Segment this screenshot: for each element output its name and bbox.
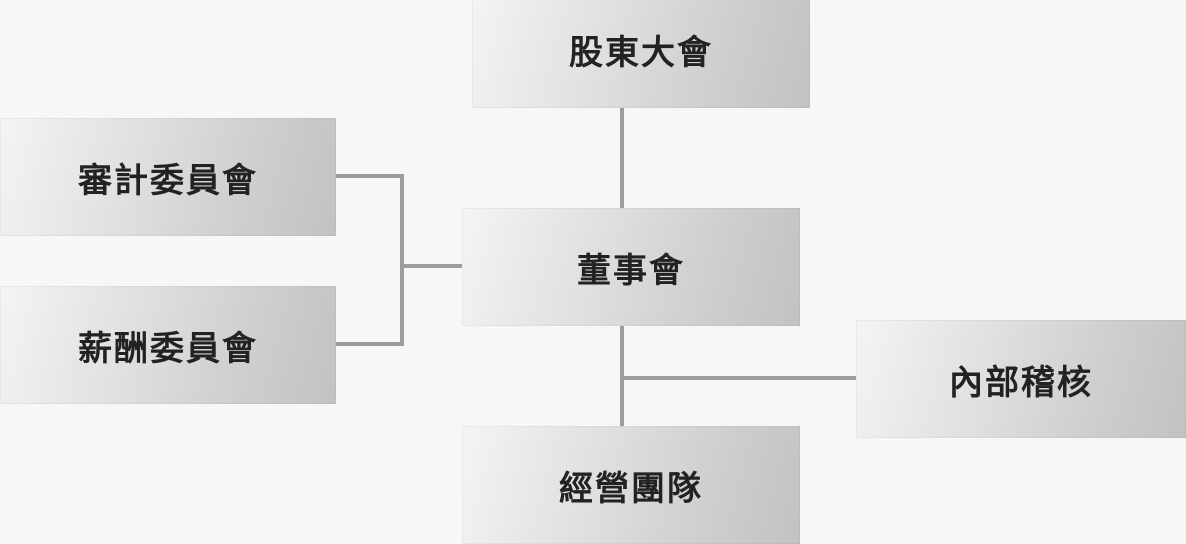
connector-shareholders-board	[620, 108, 624, 208]
node-internal-audit-label: 內部稽核	[949, 362, 1093, 403]
connector-remuneration-committee	[336, 342, 404, 346]
node-board-of-directors-label: 董事會	[577, 250, 685, 291]
connector-audit-committee	[336, 174, 404, 178]
node-audit-committee: 審計委員會	[0, 118, 336, 236]
node-shareholders-meeting-label: 股東大會	[569, 32, 713, 73]
node-internal-audit: 內部稽核	[856, 320, 1186, 438]
connector-committees-vertical	[400, 174, 404, 346]
node-audit-committee-label: 審計委員會	[78, 160, 258, 201]
node-shareholders-meeting: 股東大會	[472, 0, 810, 108]
node-management-team: 經營團隊	[462, 426, 800, 544]
node-management-team-label: 經營團隊	[559, 468, 703, 509]
connector-committees-board	[400, 264, 462, 268]
node-remuneration-committee: 薪酬委員會	[0, 286, 336, 404]
node-remuneration-committee-label: 薪酬委員會	[78, 328, 258, 369]
node-board-of-directors: 董事會	[462, 208, 800, 326]
connector-internal-audit	[622, 376, 856, 380]
